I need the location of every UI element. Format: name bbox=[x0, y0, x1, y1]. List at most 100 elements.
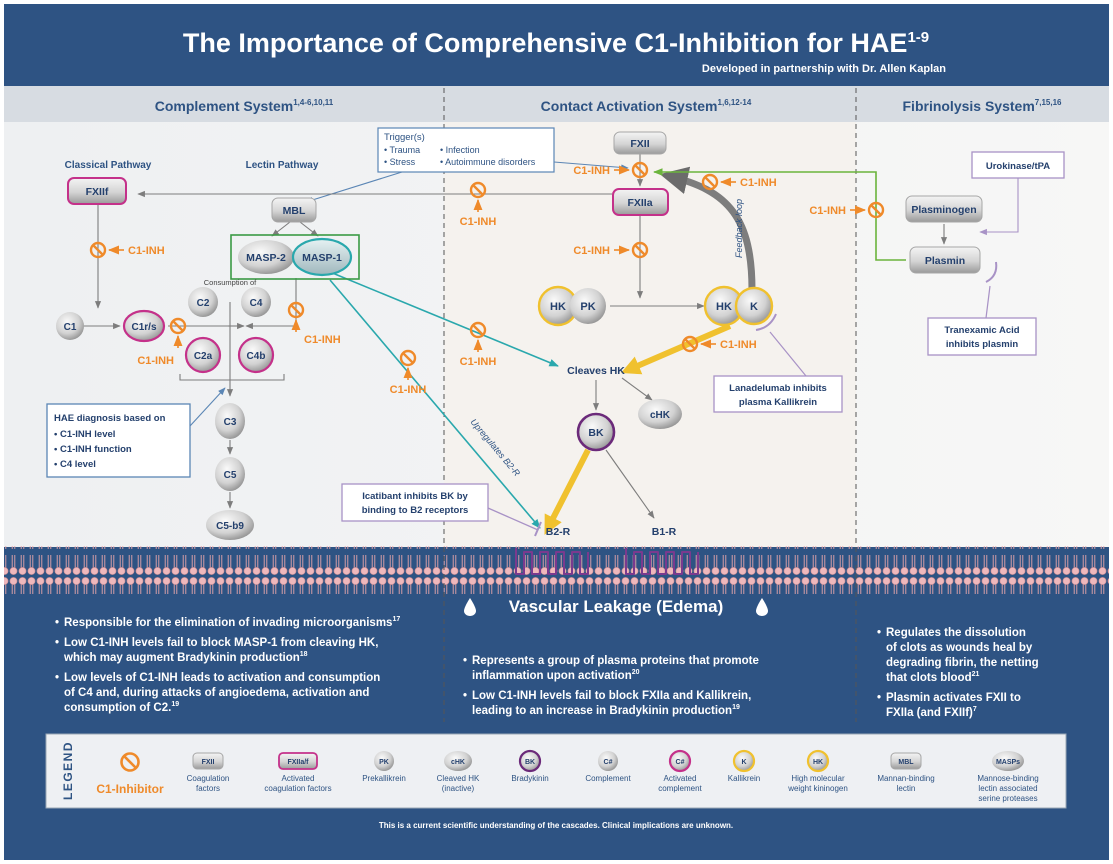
node-hk-pk-complex: HK PK bbox=[537, 285, 606, 327]
svg-text:Lanadelumab inhibits: Lanadelumab inhibits bbox=[729, 383, 827, 394]
legend-symbol: C# bbox=[604, 759, 613, 766]
trigger-to-fxii-arrow bbox=[553, 161, 629, 171]
bullet-marker: • bbox=[463, 690, 467, 702]
svg-text:FXIIa: FXIIa bbox=[627, 197, 652, 209]
trigger-to-mbl-arrow bbox=[305, 171, 403, 203]
legend-title: LEGEND bbox=[61, 741, 75, 800]
c1-inh-inhibitor: C1-INH bbox=[287, 301, 341, 346]
c1-inh-inhibitor: C1-INH bbox=[573, 161, 649, 179]
bullet-text: of clots as wounds heal by bbox=[886, 642, 1033, 654]
bullet-marker: • bbox=[463, 655, 467, 667]
node-masp2: MASP-2 bbox=[238, 240, 294, 274]
contact-bullets: •Represents a group of plasma proteins t… bbox=[463, 655, 759, 717]
node-bk: BK bbox=[576, 412, 616, 452]
svg-text:HK: HK bbox=[550, 301, 566, 313]
cleaves-hk-label: Cleaves HK bbox=[567, 365, 625, 377]
node-plasminogen: Plasminogen bbox=[905, 195, 983, 223]
svg-text:HK: HK bbox=[716, 301, 732, 313]
lectin-pathway-label: Lectin Pathway bbox=[246, 160, 319, 171]
svg-text:plasma Kallikrein: plasma Kallikrein bbox=[739, 397, 817, 408]
svg-text:Vascular Leakage (Edema): Vascular Leakage (Edema) bbox=[509, 597, 724, 616]
svg-text:• Infection: • Infection bbox=[440, 145, 480, 155]
svg-text:binding to B2 receptors: binding to B2 receptors bbox=[362, 505, 469, 516]
legend-symbol: C# bbox=[676, 759, 685, 766]
consumption-bracket bbox=[179, 374, 285, 381]
legend-box bbox=[45, 733, 1067, 809]
svg-text:C1-Inhibitor: C1-Inhibitor bbox=[96, 782, 164, 796]
node-fxiia: FXIIa bbox=[612, 188, 669, 216]
tranexamic-binding-arc bbox=[985, 261, 998, 283]
svg-text:PK: PK bbox=[580, 301, 595, 313]
c1-inh-inhibitor: C1-INH bbox=[390, 349, 426, 396]
b2r-receptor bbox=[515, 548, 589, 575]
page-subtitle: Developed in partnership with Dr. Allen … bbox=[702, 63, 946, 75]
node-fxiif: FXIIf bbox=[67, 177, 127, 205]
legend-symbol: HK bbox=[813, 759, 823, 766]
svg-text:Trigger(s): Trigger(s) bbox=[384, 132, 425, 143]
svg-text:C2a: C2a bbox=[194, 351, 213, 362]
legend-label: Activated bbox=[282, 774, 315, 783]
c1-inh-inhibitor: C1-INH bbox=[809, 201, 885, 219]
legend-symbol: K bbox=[741, 759, 746, 766]
b1r-receptor bbox=[625, 548, 699, 575]
lanadelumab-box: Lanadelumab inhibits plasma Kallikrein bbox=[713, 331, 843, 413]
legend-symbol: FXIIa/f bbox=[287, 759, 309, 766]
c1-inh-inhibitor: C1-INH bbox=[573, 241, 649, 259]
node-c4: C4 bbox=[241, 287, 271, 317]
legend-label: coagulation factors bbox=[264, 784, 331, 793]
svg-text:C1r/s: C1r/s bbox=[131, 322, 156, 333]
bullet-text: Low levels of C1-INH leads to activation… bbox=[64, 672, 380, 684]
cleaves-to-chk-arrow bbox=[621, 377, 653, 401]
vascular-leakage-title: Vascular Leakage (Edema) bbox=[464, 597, 768, 616]
feedback-loop-label: Feedback loop bbox=[734, 199, 744, 258]
bullet-text: degrading fibrin, the netting bbox=[886, 657, 1039, 669]
c1-inh-label: C1-INH bbox=[460, 356, 497, 368]
node-chk: cHK bbox=[638, 399, 682, 429]
svg-text:K: K bbox=[750, 301, 758, 313]
bullet-marker: • bbox=[55, 637, 59, 649]
node-c2a: C2a bbox=[184, 336, 222, 374]
kallikrein-cleaves-hk-arrow bbox=[620, 323, 732, 375]
masp-group-box bbox=[230, 234, 360, 280]
node-plasmin: Plasmin bbox=[909, 246, 981, 274]
legend-label: lectin associated bbox=[978, 784, 1037, 793]
svg-text:C4b: C4b bbox=[247, 351, 266, 362]
bullet-marker: • bbox=[877, 692, 881, 704]
svg-text:• C4 level: • C4 level bbox=[54, 459, 96, 470]
urokinase-arrow bbox=[979, 178, 1019, 236]
masp1-upregulates-b2r-arrow bbox=[329, 279, 541, 529]
legend-label: factors bbox=[196, 784, 220, 793]
droplet-icon bbox=[464, 598, 476, 616]
c1-inh-inhibitor: C1-INH bbox=[681, 335, 757, 353]
c1-inh-label: C1-INH bbox=[573, 245, 610, 257]
svg-text:MBL: MBL bbox=[283, 205, 306, 217]
bullet-marker: • bbox=[55, 617, 59, 629]
feedback-loop-arrow bbox=[659, 166, 756, 291]
mbl-to-masp1-arrow bbox=[299, 221, 319, 237]
legend-label: Mannose-binding bbox=[977, 774, 1038, 783]
legend-symbol: PK bbox=[379, 759, 389, 766]
classical-pathway-label: Classical Pathway bbox=[65, 160, 152, 171]
bullet-text: Responsible for the elimination of invad… bbox=[64, 616, 400, 629]
svg-text:C1: C1 bbox=[64, 322, 77, 333]
svg-text:cHK: cHK bbox=[650, 410, 671, 421]
urokinase-box: Urokinase/tPA bbox=[971, 151, 1065, 179]
legend-label: Cleaved HK bbox=[437, 774, 480, 783]
trigger-box: Trigger(s) • Trauma • Stress • Infection… bbox=[377, 127, 555, 173]
bullet-text: inflammation upon activation20 bbox=[472, 669, 640, 682]
c1-inh-inhibitor: C1-INH bbox=[89, 241, 165, 259]
node-c1rs: C1r/s bbox=[122, 309, 166, 343]
bullet-text: Low C1-INH levels fail to block MASP-1 f… bbox=[64, 637, 378, 649]
svg-text:• Autoimmune disorders: • Autoimmune disorders bbox=[440, 157, 536, 167]
svg-text:C4: C4 bbox=[250, 298, 263, 309]
svg-text:MASP-1: MASP-1 bbox=[302, 252, 342, 264]
c1-inh-inhibitor: C1-INH bbox=[460, 321, 497, 368]
lanadelumab-binding-arc bbox=[755, 313, 777, 331]
bullet-text: FXIIa (and FXIIf)7 bbox=[886, 706, 977, 719]
legend-item: C#Complement bbox=[585, 751, 631, 783]
